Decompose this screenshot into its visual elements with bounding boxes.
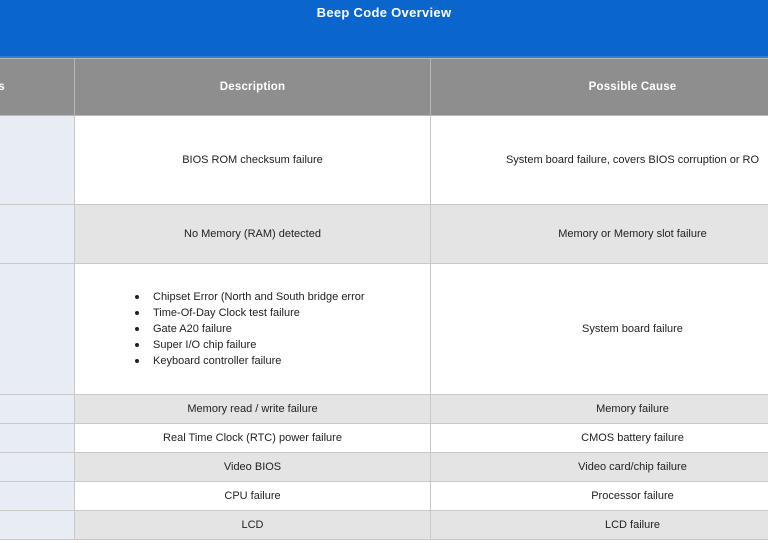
cell-beeps	[0, 394, 75, 424]
cell-description: Memory read / write failure	[74, 394, 431, 424]
cell-possible-cause: LCD failure	[430, 510, 768, 540]
description-bullet-list: Chipset Error (North and South bridge er…	[75, 289, 430, 369]
cell-beeps	[0, 423, 75, 453]
description-bullet-item: Gate A20 failure	[135, 321, 430, 337]
cell-description: Video BIOS	[74, 452, 431, 482]
cell-beeps	[0, 204, 75, 264]
cell-description: Real Time Clock (RTC) power failure	[74, 423, 431, 453]
column-header-possible-cause: Possible Cause	[430, 58, 768, 116]
cell-possible-cause: System board failure, covers BIOS corrup…	[430, 115, 768, 205]
description-bullet-item: Chipset Error (North and South bridge er…	[135, 289, 430, 305]
description-bullet-item: Keyboard controller failure	[135, 353, 430, 369]
cell-beeps	[0, 452, 75, 482]
column-header-beeps: ps	[0, 58, 75, 116]
cell-possible-cause: Video card/chip failure	[430, 452, 768, 482]
cell-possible-cause: Memory or Memory slot failure	[430, 204, 768, 264]
cell-possible-cause: Memory failure	[430, 394, 768, 424]
cell-beeps	[0, 510, 75, 540]
page-title: Beep Code Overview	[316, 5, 452, 20]
title-banner: Beep Code Overview	[0, 0, 768, 58]
table-header: ps Description Possible Cause	[0, 58, 768, 116]
description-bullet-item: Time-Of-Day Clock test failure	[135, 305, 430, 321]
cell-possible-cause: Processor failure	[430, 481, 768, 511]
table-header-row: ps Description Possible Cause	[0, 58, 768, 116]
cell-possible-cause: CMOS battery failure	[430, 423, 768, 453]
cell-beeps	[0, 115, 75, 205]
column-header-description: Description	[74, 58, 431, 116]
table-viewport: ps Description Possible Cause BIOS ROM c…	[0, 58, 768, 543]
cell-beeps	[0, 263, 75, 395]
cell-description: BIOS ROM checksum failure	[74, 115, 431, 205]
cell-description: No Memory (RAM) detected	[74, 204, 431, 264]
cell-description: Chipset Error (North and South bridge er…	[74, 263, 431, 395]
cell-description: CPU failure	[74, 481, 431, 511]
beep-code-table: ps Description Possible Cause BIOS ROM c…	[0, 58, 768, 540]
cell-possible-cause: System board failure	[430, 263, 768, 395]
description-bullet-item: Super I/O chip failure	[135, 337, 430, 353]
table-row: Chipset Error (North and South bridge er…	[0, 263, 768, 395]
banner-underline	[0, 56, 768, 58]
cell-beeps	[0, 481, 75, 511]
cell-description: LCD	[74, 510, 431, 540]
